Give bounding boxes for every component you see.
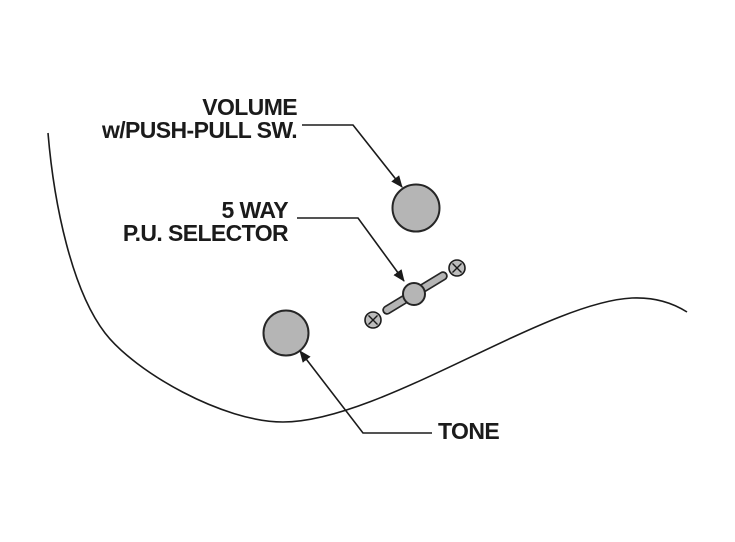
selector-screw-upper-icon (448, 259, 466, 277)
tone-knob (262, 309, 310, 357)
selector-leader-arrow (297, 217, 405, 282)
tone-label-text: TONE (438, 418, 500, 444)
selector-knob (402, 282, 426, 306)
volume-label-line2: w/PUSH-PULL SW. (101, 117, 298, 143)
selector-screw-lower-icon (364, 311, 382, 329)
guitar-body-outline (47, 132, 688, 423)
selector-label-line1: 5 WAY (221, 197, 289, 223)
selector-label: 5 WAY P.U. SELECTOR (122, 197, 289, 246)
tone-leader-arrow (299, 350, 432, 434)
volume-label-line1: VOLUME (202, 94, 297, 120)
volume-label: VOLUME w/PUSH-PULL SW. (101, 94, 298, 143)
volume-leader-arrow (302, 124, 403, 188)
tone-label: TONE (438, 418, 500, 444)
volume-knob (391, 183, 441, 233)
selector-label-line2: P.U. SELECTOR (122, 220, 289, 246)
pickup-selector-switch (364, 259, 466, 329)
